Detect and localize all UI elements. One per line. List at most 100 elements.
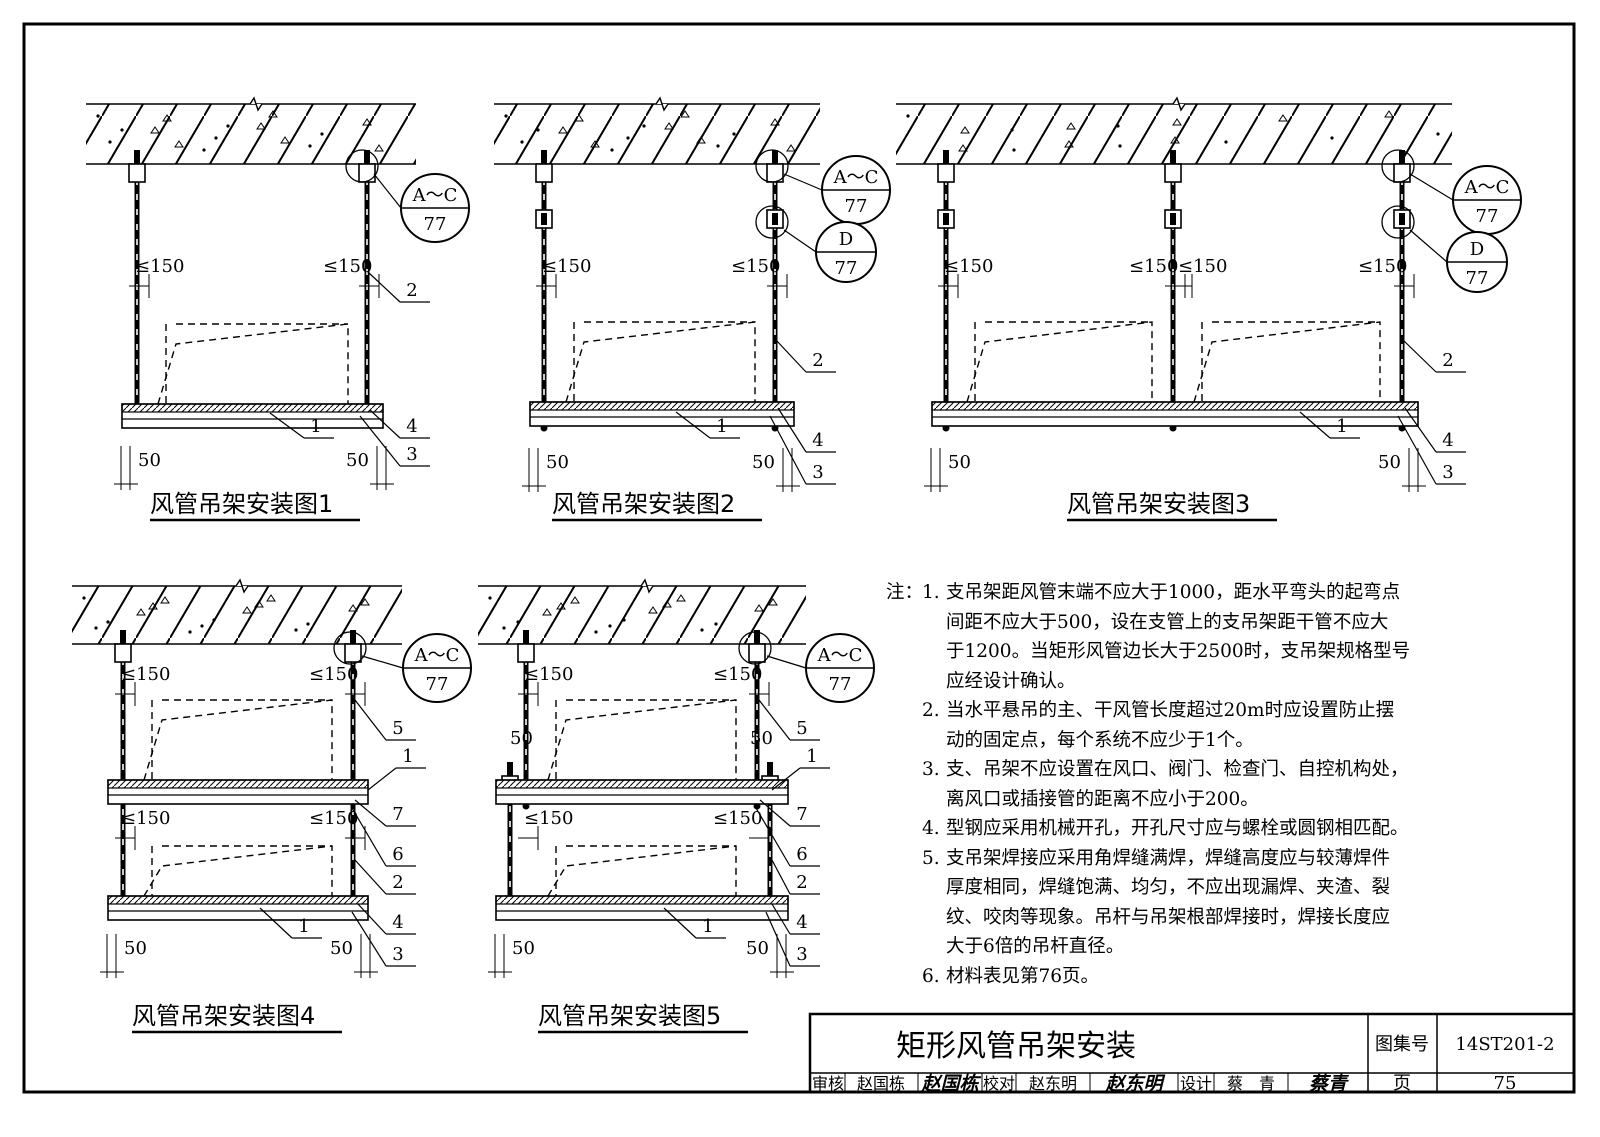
part-number-label: 2 [796,872,807,893]
concrete-slab [86,104,416,164]
dimension-label: ≤150 [309,808,358,829]
duct-outline [966,321,1153,403]
detail-marker [1381,149,1415,183]
detail-marker [345,149,379,183]
part-number-label: 3 [812,462,823,483]
note-line: 应经设计确认。 [946,670,1076,692]
part-number-label: 4 [406,416,417,437]
leader-line [351,911,387,967]
dimension-label: 50 [512,938,535,959]
detail-marker [1381,205,1415,239]
dimension-label: 50 [346,450,369,471]
callout-detail: A～C [833,167,879,188]
note-item: 4.型钢应采用机械开孔，开孔尺寸应与螺栓或圆钢相匹配。 [922,814,1542,844]
part-number-label: 3 [796,944,807,965]
dimension-label: 50 [138,450,161,471]
check-label: 校对 [983,1074,1015,1093]
figure-title: 风管吊架安装图5 [538,1002,721,1030]
note-line: 大于6倍的吊杆直径。 [946,936,1125,957]
leader-line [771,859,791,895]
leader-line [1299,411,1331,439]
anchor-bolt [937,163,955,183]
dimension-label: ≤150 [731,256,780,277]
leader-line [755,807,791,867]
designer-name: 蔡 青 [1227,1074,1275,1093]
leader-line [1397,415,1437,485]
dimension-label: 50 [752,452,775,473]
notes-heading: 注： [886,582,924,603]
note-line: 于1200。当矩形风管边长大于2500时，支吊架规格型号 [946,641,1411,662]
callout-detail: A～C [817,645,863,666]
leader-line [354,799,387,827]
callout-detail: A～C [414,645,460,666]
figure-title: 风管吊架安装图1 [150,490,333,518]
note-item: 2.当水平悬吊的主、干风管长度超过20m时应设置防止摆动的固定点，每个系统不应少… [922,696,1542,755]
anchor-bolt [344,643,362,663]
callout-page: 77 [424,214,447,235]
leader-line [663,907,697,939]
dimension-label: ≤150 [1358,256,1407,277]
checker-name: 赵东明 [1029,1074,1077,1093]
dimension-label: ≤150 [1129,256,1178,277]
duct-outline [565,321,756,403]
part-number-label: 1 [702,916,713,937]
break-mark [655,96,669,112]
leader-line [769,415,807,485]
leader-line [354,699,387,741]
figure-title: 风管吊架安装图2 [552,490,735,518]
anchor-bolt [128,163,146,183]
anchor-bolt [535,163,553,183]
note-number: 6. [922,965,940,987]
part-number-label: 7 [392,804,403,825]
part-number-label: 2 [812,350,823,371]
dimension-label: ≤150 [323,256,372,277]
note-line: 纹、咬肉等现象。吊杆与吊架根部焊接时，焊接长度应 [946,906,1391,928]
dimension-label: 50 [746,938,769,959]
leader-line [269,412,305,439]
leader-line [765,911,791,967]
dimension-label: ≤150 [944,256,993,277]
note-number: 1. [922,582,940,603]
detail-marker [755,149,789,183]
leader-line [675,411,711,439]
part-number-label: 7 [796,804,807,825]
note-line: 当水平悬吊的主、干风管长度超过20m时应设置防止摆 [946,700,1395,721]
anchor-bolt [517,643,535,663]
leader-line [1402,339,1437,373]
part-number-label: 2 [1442,350,1453,371]
note-number: 5. [922,847,940,869]
break-mark [249,96,263,112]
part-number-label: 1 [716,416,727,437]
note-line: 厚度相同，焊缝饱满、均匀，不应出现漏焊、夹渣、裂 [946,877,1391,898]
leader-line [759,799,791,827]
part-number-label: 6 [796,844,807,865]
note-line: 支、吊架不应设置在风口、阀门、检查门、自控机构处， [946,759,1409,780]
dimension-label: ≤150 [524,664,573,685]
leader-line [1404,407,1437,453]
dimension-label: 50 [546,452,569,473]
part-number-label: 1 [402,746,413,767]
callout-detail: A～C [1464,177,1510,198]
figure-title: 风管吊架安装图4 [132,1002,315,1030]
dimension-label: ≤150 [713,808,762,829]
detail-marker [333,631,367,665]
note-item: 1.支吊架距风管末端不应大于1000，距水平弯头的起弯点间距不应大于500，设在… [922,578,1542,696]
dimension-label: 50 [948,452,971,473]
leader-line [351,807,387,867]
part-number-label: 2 [392,872,403,893]
callout-page: 77 [426,674,449,695]
part-number-label: 3 [1442,462,1453,483]
note-line: 材料表见第76页。 [946,965,1100,987]
leader-line [369,409,401,439]
leader-line [367,271,401,303]
anchor-bolt [358,163,376,183]
callout-detail: D [1470,239,1484,260]
atlas-number: 14ST201-2 [1455,1034,1554,1055]
drawing-title: 矩形风管吊架安装 [896,1029,1136,1064]
break-mark [640,578,654,594]
figure-title: 风管吊架安装图3 [1067,490,1250,518]
